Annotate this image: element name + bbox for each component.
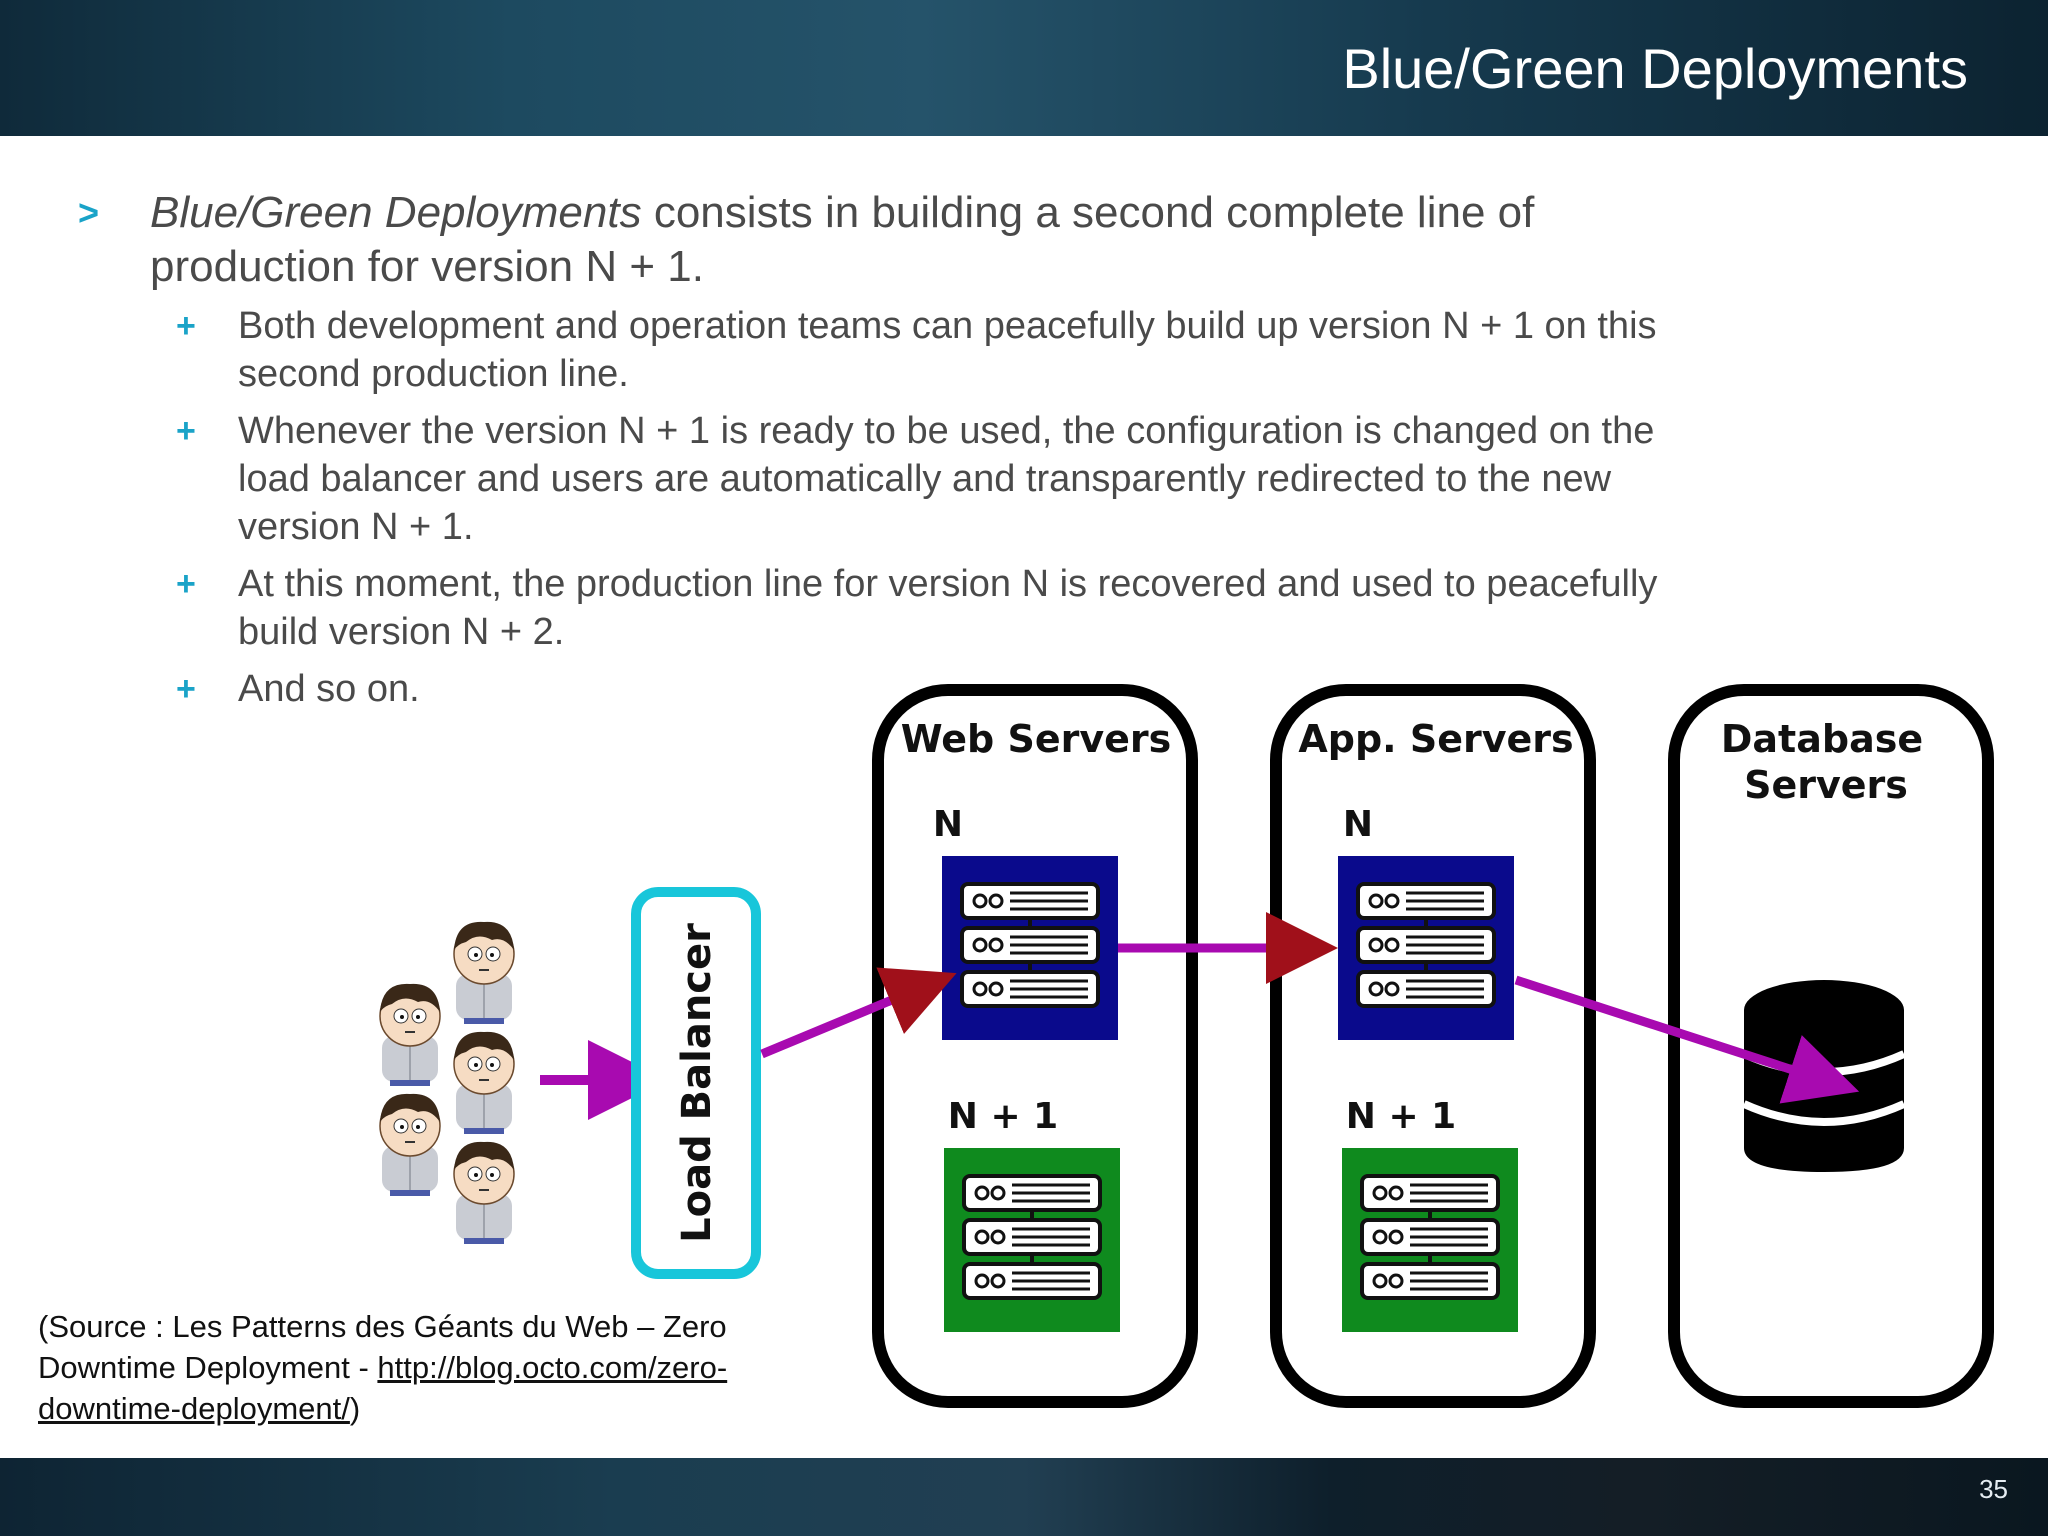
source-prefix: (Source : Les Patterns des Géants du Web…	[38, 1309, 727, 1385]
arrow-lb-to-web	[760, 967, 957, 1059]
database-label-line2: Servers	[1744, 763, 1908, 807]
main-bullet-italic: Blue/Green Deployments	[150, 188, 642, 237]
source-suffix: )	[349, 1391, 361, 1426]
user-icon	[453, 920, 515, 1025]
users-group	[379, 920, 515, 1245]
source-link[interactable]: http://blog.octo.com/zero-downtime-deplo…	[38, 1350, 728, 1426]
sub-bullet: + Whenever the version N + 1 is ready to…	[176, 407, 1736, 551]
load-balancer-label: Load Balancer	[674, 923, 720, 1243]
deployment-diagram: Load Balancer Web Servers N N + 1 App. S…	[379, 684, 1994, 1408]
arrow-app-to-db	[1514, 975, 1860, 1104]
user-icon	[453, 1140, 515, 1245]
sub-bullet-marker: +	[176, 412, 196, 450]
sub-bullet-marker: +	[176, 307, 196, 345]
load-balancer-box	[631, 887, 761, 1279]
source-citation: (Source : Les Patterns des Géants du Web…	[38, 1306, 828, 1429]
web-servers-label: Web Servers	[901, 717, 1172, 761]
sub-bullet-marker: +	[176, 670, 196, 708]
sub-bullet-text: Whenever the version N + 1 is ready to b…	[238, 410, 1655, 548]
version-n1-label: N + 1	[948, 1096, 1058, 1137]
main-bullet: > Blue/Green Deployments consists in bui…	[78, 186, 1698, 294]
sub-bullet-marker: +	[176, 565, 196, 603]
user-icon	[453, 1030, 515, 1135]
bullet-marker: >	[78, 192, 100, 233]
sub-bullet-text: At this moment, the production line for …	[238, 563, 1658, 653]
server-rack-icon	[1362, 1176, 1498, 1298]
main-bullet-text: Blue/Green Deployments consists in build…	[150, 186, 1698, 294]
version-n-label: N	[933, 804, 963, 845]
database-label-line1: Database	[1721, 717, 1923, 761]
main-bullet-rest: consists in building a second complete l…	[150, 188, 1535, 291]
version-n1-label: N + 1	[1346, 1096, 1456, 1137]
slide-content: > Blue/Green Deployments consists in bui…	[38, 186, 1994, 1429]
slide-title: Blue/Green Deployments	[1342, 37, 1968, 100]
user-icon	[379, 982, 441, 1087]
sub-bullet-text: And so on.	[238, 668, 420, 710]
version-n-label: N	[1343, 804, 1373, 845]
footer-bar	[0, 1458, 2048, 1536]
sub-bullet-text: Both development and operation teams can…	[238, 305, 1657, 395]
page-number: 35	[1979, 1474, 2008, 1504]
server-rack-icon	[1358, 884, 1494, 1006]
user-icon	[379, 1092, 441, 1197]
server-rack-icon	[964, 1176, 1100, 1298]
app-servers-label: App. Servers	[1298, 717, 1573, 761]
header-bar	[0, 0, 2048, 136]
sub-bullet: + And so on.	[176, 665, 1736, 713]
sub-bullet: + At this moment, the production line fo…	[176, 560, 1736, 656]
server-rack-icon	[962, 884, 1098, 1006]
sub-bullet: + Both development and operation teams c…	[176, 302, 1736, 398]
